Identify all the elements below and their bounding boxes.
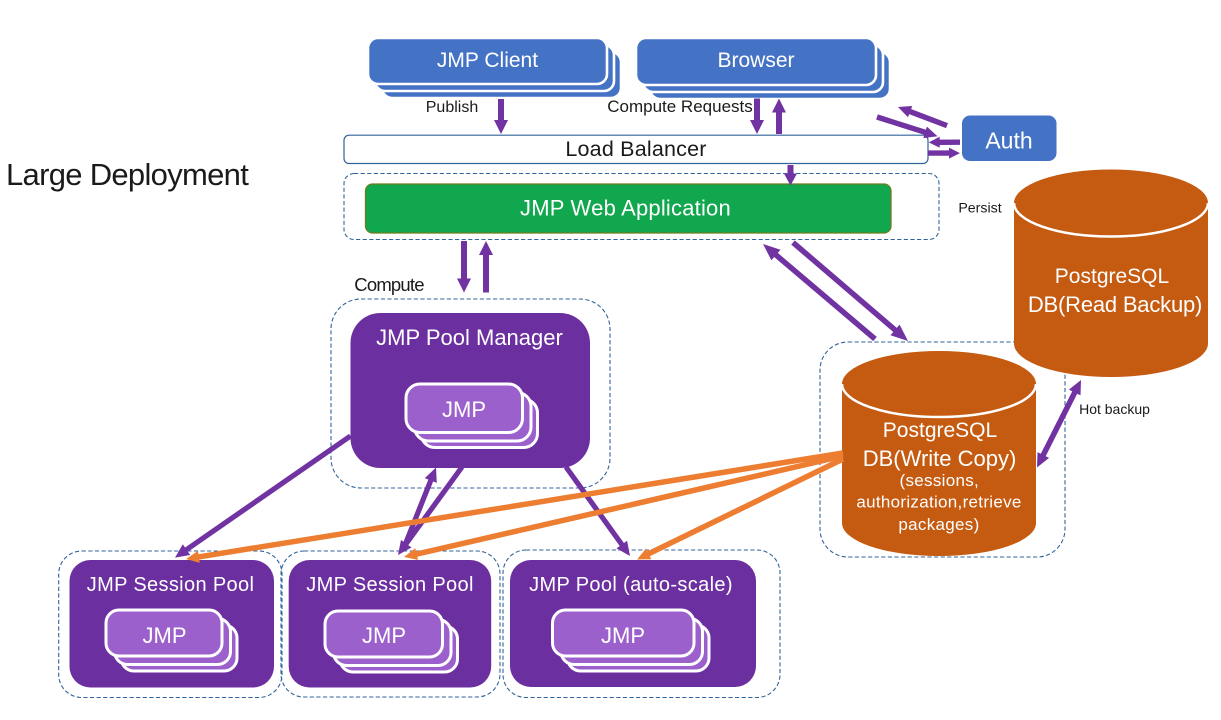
- svg-text:JMP Pool (auto-scale): JMP Pool (auto-scale): [529, 574, 733, 596]
- svg-text:Auth: Auth: [985, 128, 1032, 154]
- svg-text:DB(Read Backup): DB(Read Backup): [1028, 292, 1202, 317]
- svg-text:PostgreSQL: PostgreSQL: [1055, 265, 1169, 288]
- svg-text:JMP Client: JMP Client: [437, 49, 538, 72]
- svg-text:JMP: JMP: [601, 623, 645, 648]
- svg-text:packages): packages): [898, 515, 979, 534]
- svg-text:DB(Write Copy): DB(Write Copy): [863, 446, 1017, 471]
- svg-text:Persist: Persist: [958, 201, 1001, 217]
- svg-text:Compute Requests: Compute Requests: [607, 97, 753, 116]
- svg-text:authorization,retrieve: authorization,retrieve: [856, 493, 1021, 512]
- svg-text:Compute: Compute: [354, 274, 424, 295]
- svg-text:JMP: JMP: [143, 623, 187, 648]
- svg-text:JMP: JMP: [362, 623, 406, 648]
- svg-text:Large Deployment: Large Deployment: [6, 157, 249, 192]
- svg-text:(sessions,: (sessions,: [900, 471, 980, 490]
- svg-text:Load Balancer: Load Balancer: [565, 137, 706, 161]
- svg-text:JMP Pool Manager: JMP Pool Manager: [376, 325, 563, 350]
- svg-text:JMP Session Pool: JMP Session Pool: [87, 574, 255, 596]
- svg-text:PostgreSQL: PostgreSQL: [883, 419, 997, 442]
- svg-text:Publish: Publish: [426, 99, 478, 116]
- svg-text:JMP Web Application: JMP Web Application: [520, 195, 731, 220]
- svg-text:Hot backup: Hot backup: [1079, 401, 1150, 417]
- svg-text:JMP: JMP: [442, 397, 486, 422]
- svg-text:Browser: Browser: [717, 49, 794, 72]
- svg-text:JMP Session Pool: JMP Session Pool: [306, 574, 474, 596]
